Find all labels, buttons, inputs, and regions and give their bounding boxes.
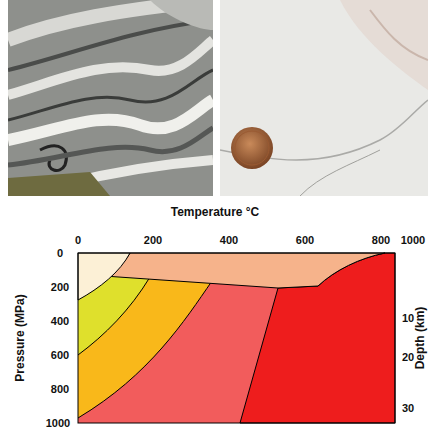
tick-label: 1000: [46, 418, 70, 429]
tick-label: 10: [402, 313, 414, 324]
tick-label: 0: [57, 248, 63, 259]
gneiss-photo: [8, 0, 213, 196]
tick-label: 400: [51, 316, 69, 327]
tick-label: 0: [75, 235, 81, 246]
tick-label: 800: [372, 235, 390, 246]
tick-label: 200: [144, 235, 162, 246]
axis-title: Temperature °C: [171, 206, 260, 218]
facies-plot: [78, 253, 395, 423]
tick-label: 20: [402, 352, 414, 363]
tick-label: 800: [51, 384, 69, 395]
axis-title: Depth (km): [414, 307, 426, 370]
tick-label: 30: [402, 403, 414, 414]
tick-label: 200: [51, 282, 69, 293]
tick-label: 600: [51, 350, 69, 361]
axis-title: Pressure (MPa): [14, 294, 26, 381]
tick-label: 1000: [401, 235, 425, 246]
tick-label: 600: [296, 235, 314, 246]
marble-photo: [220, 0, 428, 196]
tick-label: 400: [220, 235, 238, 246]
